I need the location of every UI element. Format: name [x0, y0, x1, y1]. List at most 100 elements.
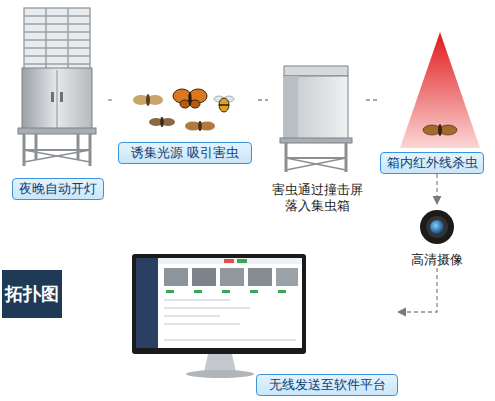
moth — [423, 124, 457, 136]
slat — [24, 15, 90, 16]
component-node: 无线发送至软件平台 — [128, 250, 398, 396]
dashed-connector — [108, 99, 112, 100]
stand — [286, 143, 346, 172]
monitor-bezel — [132, 254, 306, 354]
body — [198, 121, 202, 131]
dashed-connector — [366, 99, 378, 100]
moth — [133, 94, 163, 106]
box-body — [284, 76, 348, 140]
stand-brace — [24, 150, 90, 162]
ui-tag — [237, 259, 247, 263]
body — [160, 117, 164, 127]
slat — [24, 63, 90, 64]
camera-ring — [420, 210, 454, 244]
stand-brace — [24, 149, 90, 151]
bee — [214, 96, 234, 112]
camera-icon — [420, 210, 454, 244]
caption-box: 诱集光源 吸引害虫 — [118, 142, 252, 164]
body — [188, 92, 191, 106]
lamp-cage — [24, 8, 90, 70]
caption-text: 高清摄像 — [404, 252, 470, 268]
bar — [67, 8, 68, 70]
stand — [24, 134, 90, 166]
ui-thumbnail — [276, 268, 298, 286]
dashed-connector — [398, 268, 437, 312]
box-lid — [284, 66, 348, 76]
wing — [149, 118, 163, 126]
slat — [24, 31, 90, 32]
door-handle — [51, 92, 54, 102]
moth — [149, 117, 175, 127]
caption-box: 箱内红外线杀虫 — [380, 152, 484, 174]
component-node: 箱内红外线杀虫 — [378, 28, 486, 174]
collection-box — [280, 66, 352, 172]
ui-button — [222, 290, 230, 293]
cabinet-body — [22, 68, 92, 130]
bar — [45, 8, 46, 70]
ui-button — [194, 290, 202, 293]
body — [438, 124, 442, 136]
caption-box: 夜晚自动开灯 — [12, 178, 104, 200]
cage-slats — [24, 8, 90, 70]
component-node: 高清摄像 — [404, 204, 470, 268]
base-plate — [280, 138, 352, 143]
stand-brace — [286, 157, 346, 159]
slat — [24, 23, 90, 24]
monitor — [132, 254, 306, 378]
moth — [185, 121, 215, 131]
ui-topbar — [158, 258, 302, 264]
slat — [24, 55, 90, 56]
slat — [24, 47, 90, 48]
caption-box: 无线发送至软件平台 — [256, 374, 398, 396]
caption-text: 害虫通过撞击屏 落入集虫箱 — [268, 182, 366, 214]
slat — [24, 39, 90, 40]
wing — [147, 95, 163, 105]
camera-ring — [426, 216, 448, 238]
light-trap-cabinet — [18, 8, 96, 166]
ui-line — [164, 315, 220, 317]
stand-leg — [77, 134, 80, 160]
ui-button — [250, 290, 258, 293]
infrared-beam — [400, 32, 480, 148]
stand-brace — [286, 158, 346, 170]
beam-triangle — [400, 32, 480, 148]
stand-brace — [24, 150, 90, 162]
stand-brace — [286, 158, 346, 170]
ui-tag — [224, 259, 234, 263]
ui-line — [164, 323, 240, 325]
ui-button — [166, 290, 174, 293]
box-side — [284, 76, 298, 140]
ui-thumbnail — [248, 268, 272, 286]
body — [219, 98, 229, 112]
ui-thumbnail — [192, 268, 216, 286]
butterfly — [173, 89, 207, 108]
ui-line — [164, 339, 296, 341]
ui-button — [278, 290, 286, 293]
ui-line — [164, 307, 250, 309]
base-plate — [18, 128, 96, 134]
component-node: 夜晚自动开灯 — [8, 4, 108, 200]
camera-lens — [430, 220, 444, 234]
wing — [423, 125, 441, 135]
monitor-base — [186, 370, 254, 378]
door-seam — [57, 70, 58, 128]
ui-lines — [164, 300, 296, 340]
wing — [199, 122, 215, 131]
component-node: 害虫通过撞击屏 落入集虫箱 — [268, 62, 366, 214]
door-handle — [60, 92, 63, 102]
title-box: 拓扑图 — [2, 270, 62, 318]
insects — [133, 89, 234, 131]
monitor-screen — [136, 258, 302, 348]
ui-thumbnail — [220, 268, 244, 286]
monitor-stand — [204, 354, 236, 372]
ui-thumbnail — [164, 268, 188, 286]
ui-line — [164, 299, 230, 301]
wing — [439, 125, 457, 135]
wing — [133, 95, 149, 105]
wing — [161, 118, 175, 126]
stand-leg — [35, 134, 38, 160]
dashed-connector — [258, 99, 268, 100]
wing — [185, 122, 201, 131]
